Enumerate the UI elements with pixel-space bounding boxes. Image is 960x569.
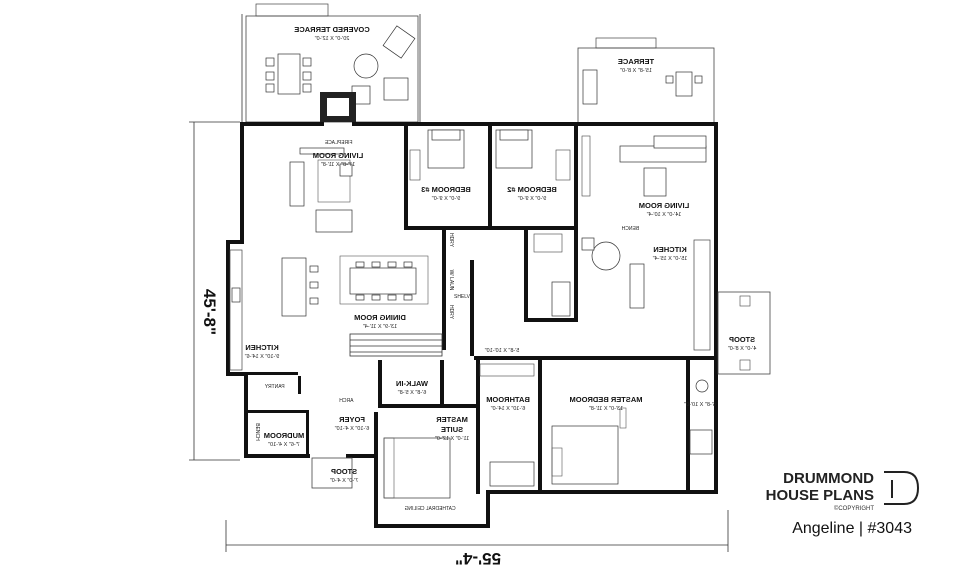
bedroom-2-label: BEDROOM #2 9'-0" X 9'-0" [507, 185, 557, 202]
svg-text:KITCHEN: KITCHEN [245, 343, 278, 352]
stoops [311, 291, 771, 489]
master-suite-label: MASTER SUITE 11'-0" X 12'-0" [435, 415, 469, 442]
svg-text:SUITE: SUITE [441, 425, 463, 434]
bathroom-small-label: 5'-8" X 10'-10" [485, 348, 520, 354]
svg-text:WALK-IN: WALK-IN [396, 379, 428, 388]
mudroom-label: MUDROOM 7'-6" X 4'-10" [264, 431, 304, 448]
svg-text:MUDROOM: MUDROOM [264, 431, 304, 440]
svg-text:7'-6" X 4'-10": 7'-6" X 4'-10" [268, 442, 300, 448]
svg-text:PANTRY: PANTRY [264, 384, 284, 390]
dining-room-label: DINING ROOM 13'-9" X 11'-4" [354, 313, 406, 330]
bathroom-mid-label: BATHROOM 6'-10" X 14'-0" [486, 395, 530, 412]
svg-text:BEDROOM #2: BEDROOM #2 [507, 185, 557, 194]
svg-text:BATHROOM: BATHROOM [486, 395, 530, 404]
logo-copyright: ©COPYRIGHT [834, 505, 874, 512]
svg-text:5'-8" X 10'-10": 5'-8" X 10'-10" [485, 348, 520, 354]
svg-text:LIVING ROOM: LIVING ROOM [313, 151, 363, 160]
bench-left-label: BENCH [254, 423, 260, 441]
svg-text:STOOP: STOOP [331, 467, 357, 476]
svg-text:FIREPLACE: FIREPLACE [324, 140, 352, 146]
svg-text:KITCHEN: KITCHEN [653, 245, 686, 254]
room-labels: COVERED TERRACE 20'-0" X 12'-0" TERRACE … [245, 25, 757, 512]
bedroom-3-label: BEDROOM #3 9'-0" X 9'-0" [421, 185, 471, 202]
svg-text:TERRACE: TERRACE [618, 57, 654, 66]
walk-in-label: WALK-IN 6'-8" X 5'-8" [396, 379, 428, 396]
kitchen-right-label: KITCHEN 15'-0" X 15'-4" [653, 245, 688, 262]
svg-text:14'-0" X 10'-4": 14'-0" X 10'-4" [647, 212, 682, 218]
svg-text:CATHEDRAL CEILING: CATHEDRAL CEILING [404, 506, 455, 512]
svg-text:11'-0" X 12'-0": 11'-0" X 12'-0" [435, 436, 469, 442]
svg-text:6'-10" X 14'-0": 6'-10" X 14'-0" [491, 406, 526, 412]
logo-line2: HOUSE PLANS [766, 487, 874, 504]
logo-line1: DRUMMOND [783, 470, 874, 487]
bench-label: BENCH [621, 226, 639, 232]
svg-text:HDRY: HDRY [448, 233, 454, 248]
svg-text:FOYER: FOYER [339, 415, 365, 424]
fireplace-label: FIREPLACE [324, 140, 352, 146]
plan-caption: Angeline | #3043 [792, 520, 912, 537]
svg-text:13'-9" X 11'-4": 13'-9" X 11'-4" [363, 324, 397, 330]
svg-text:LIVING ROOM: LIVING ROOM [639, 201, 689, 210]
svg-text:7'-0" X 4'-0": 7'-0" X 4'-0" [330, 478, 359, 484]
terrace-right-area [577, 37, 715, 125]
covered-terrace-label: COVERED TERRACE 20'-0" X 12'-0" [294, 25, 369, 42]
svg-text:6'-8" X 10'-0": 6'-8" X 10'-0" [684, 402, 716, 408]
hall-small-labels: HDRY SHELV W/ LAUN HDRY [448, 233, 471, 320]
master-bedroom-label: MASTER BEDROOM 13'-0" X 11'-8" [570, 395, 643, 412]
dimension-lines [189, 121, 729, 552]
svg-text:13'-0" X 11'-8": 13'-0" X 11'-8" [589, 406, 623, 412]
drummond-logo: DRUMMOND HOUSE PLANS ©COPYRIGHT [766, 470, 920, 512]
svg-text:9'-0" X 9'-0": 9'-0" X 9'-0" [432, 196, 461, 202]
svg-text:9'-10" X 14'-6": 9'-10" X 14'-6" [245, 354, 280, 360]
stoop-bottom-label: STOOP 7'-0" X 4'-0" [330, 467, 359, 484]
logo-d-icon [884, 471, 920, 505]
svg-text:4'-0" X 8'-0": 4'-0" X 8'-0" [728, 346, 757, 352]
svg-text:17'-8" X 11'-8": 17'-8" X 11'-8" [321, 162, 355, 168]
svg-text:W/ LAUN: W/ LAUN [448, 270, 454, 291]
pantry-label: PANTRY [264, 384, 284, 390]
overall-dimensions: 45'-8" 55'-4" [200, 289, 501, 568]
bath-right-label: 6'-8" X 10'-0" [684, 402, 716, 408]
svg-text:9'-0" X 9'-0": 9'-0" X 9'-0" [518, 196, 547, 202]
living-room-left-label: LIVING ROOM 17'-8" X 11'-8" [313, 151, 363, 168]
svg-text:MASTER BEDROOM: MASTER BEDROOM [570, 395, 643, 404]
svg-text:15'-8" X 8'-0": 15'-8" X 8'-0" [620, 68, 652, 74]
svg-text:COVERED TERRACE: COVERED TERRACE [294, 25, 369, 34]
svg-text:BEDROOM #3: BEDROOM #3 [421, 185, 471, 194]
covered-terrace-area [241, 3, 421, 123]
svg-text:15'-0" X 15'-4": 15'-0" X 15'-4" [653, 256, 688, 262]
svg-text:BENCH: BENCH [621, 226, 639, 232]
foyer-label: FOYER 6'-10" X 4'-10" [335, 415, 370, 432]
interior-walls [248, 126, 714, 494]
cathedral-ceiling-label: CATHEDRAL CEILING [404, 506, 455, 512]
svg-text:STOOP: STOOP [729, 335, 755, 344]
svg-text:MASTER: MASTER [436, 415, 468, 424]
kitchen-left-label: KITCHEN 9'-10" X 14'-6" [245, 343, 280, 360]
terrace-label: TERRACE 15'-8" X 8'-0" [618, 57, 654, 74]
living-room-right-label: LIVING ROOM 14'-0" X 10'-4" [639, 201, 689, 218]
svg-text:HDRY: HDRY [448, 305, 454, 320]
svg-text:BENCH: BENCH [254, 423, 260, 441]
width-dimension: 55'-4" [455, 549, 501, 568]
svg-text:6'-8" X 5'-8": 6'-8" X 5'-8" [398, 390, 427, 396]
svg-text:DINING ROOM: DINING ROOM [354, 313, 406, 322]
depth-dimension: 45'-8" [200, 289, 219, 335]
svg-text:20'-0" X 12'-0": 20'-0" X 12'-0" [315, 36, 350, 42]
svg-text:SHELV: SHELV [454, 294, 471, 300]
furniture [229, 129, 713, 499]
svg-text:6'-10" X 4'-10": 6'-10" X 4'-10" [335, 426, 370, 432]
arch-label: ARCH [339, 398, 354, 404]
svg-text:ARCH: ARCH [339, 398, 354, 404]
stoop-right-label: STOOP 4'-0" X 8'-0" [728, 335, 757, 352]
exterior-walls [226, 122, 718, 528]
